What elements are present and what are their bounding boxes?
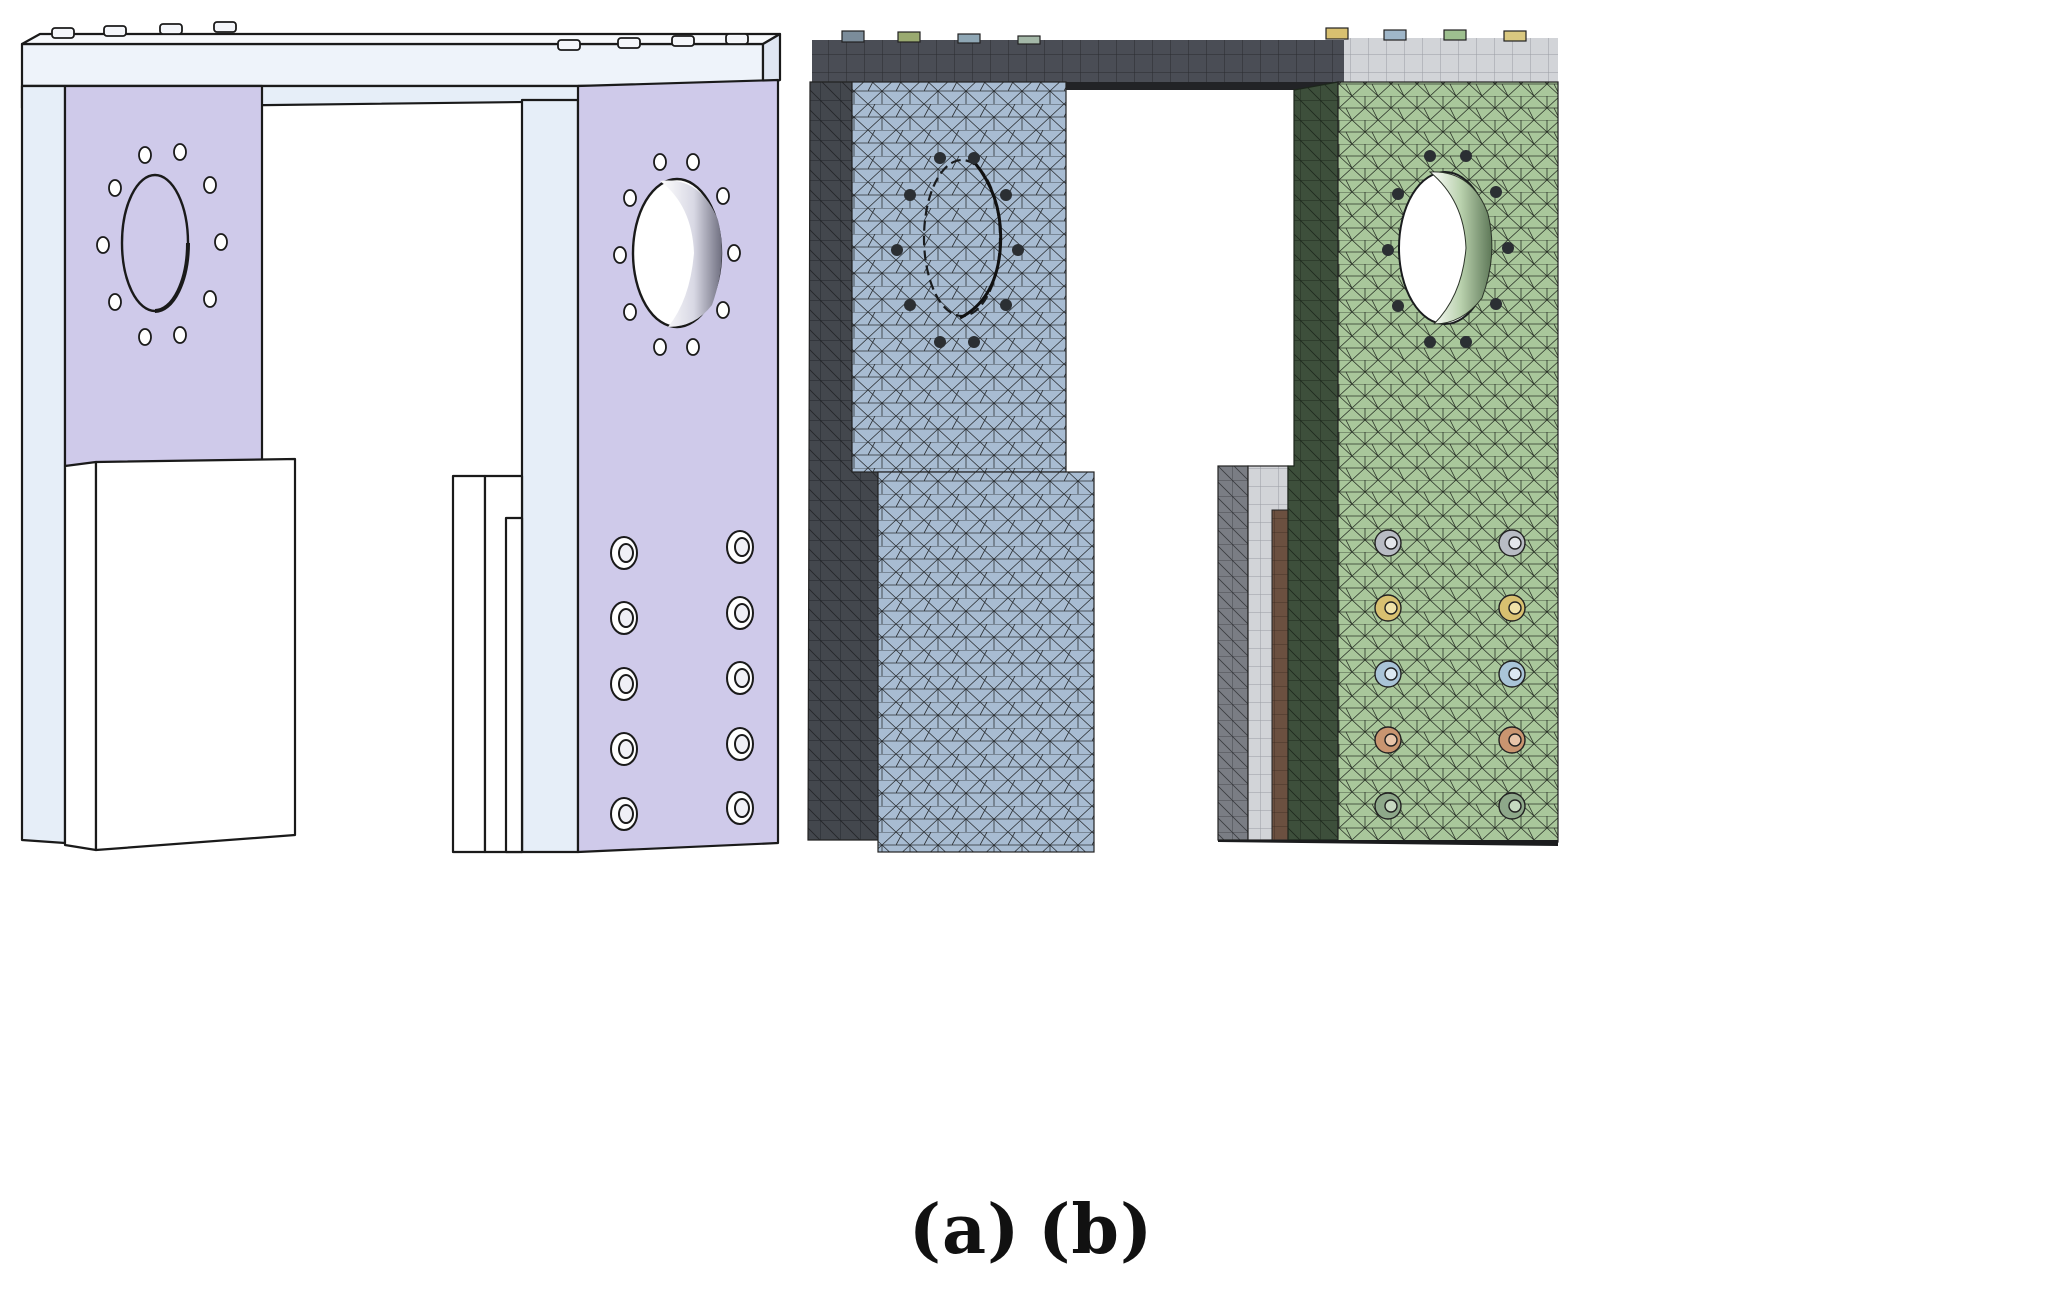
- left-column: [20, 84, 67, 845]
- left-plate-hole-rim: [154, 242, 190, 313]
- bolt-l3: [610, 667, 638, 701]
- mesh-top-beam-light: [1344, 38, 1558, 82]
- bolt-l1: [610, 536, 638, 570]
- top-beam-front: [20, 42, 765, 88]
- bolt-l4: [610, 732, 638, 766]
- mesh-top-bolt-caps: [841, 27, 1527, 45]
- panel-label-b: (b): [1038, 1190, 1154, 1270]
- right-inner-column: [520, 98, 580, 854]
- right-plate-lower-bolts: [610, 530, 754, 831]
- mesh-right-bolt-ring: [1382, 150, 1514, 348]
- mesh-left-lower-block: [877, 471, 1095, 853]
- mesh-bolt-r3: [1498, 660, 1526, 688]
- right-plate-bolt-ring: [613, 153, 741, 356]
- bolt-r1: [726, 530, 754, 564]
- top-beam-top-face: [20, 32, 782, 46]
- right-plate-hole-inner-wall: [660, 180, 722, 327]
- mesh-bolt-l1: [1374, 529, 1402, 557]
- mesh-bolt-r2: [1498, 594, 1526, 622]
- top-beam-side: [761, 32, 782, 88]
- panel-label-a: (a): [908, 1190, 1021, 1270]
- mesh-right-lower-bolts: [1374, 529, 1526, 820]
- mesh-right-hole-inner-wall: [1428, 171, 1493, 325]
- left-plate-bolt-ring: [96, 143, 228, 346]
- mesh-bolt-r1: [1498, 529, 1526, 557]
- bolt-r3: [726, 661, 754, 695]
- mesh-bottom-edge: [1218, 840, 1558, 846]
- mesh-bolt-l2: [1374, 594, 1402, 622]
- bolt-r5: [726, 791, 754, 825]
- bolt-l2: [610, 601, 638, 635]
- mesh-bolt-l5: [1374, 792, 1402, 820]
- panel-a-cad-model: [20, 21, 782, 854]
- left-lower-block-front: [94, 457, 297, 852]
- mesh-bolt-l3: [1374, 660, 1402, 688]
- right-plate: [576, 78, 780, 854]
- bolt-r4: [726, 727, 754, 761]
- panel-b-fe-mesh: [807, 27, 1559, 853]
- top-bolt-caps: [51, 21, 749, 51]
- bolt-l5: [610, 797, 638, 831]
- mesh-left-hole-rim: [959, 162, 1003, 320]
- left-lower-block-side: [63, 460, 98, 852]
- right-lower-plate-1: [451, 474, 487, 854]
- mesh-bolt-r4: [1498, 726, 1526, 754]
- mesh-right-inner-column: [1287, 81, 1339, 841]
- figure-caption: (a)(b): [0, 1190, 2062, 1270]
- mesh-left-bolt-ring: [891, 152, 1024, 348]
- mesh-right-stack-brown: [1271, 509, 1291, 841]
- bolt-r2: [726, 596, 754, 630]
- mesh-bolt-l4: [1374, 726, 1402, 754]
- right-lower-plate-3: [504, 516, 524, 854]
- mesh-top-beam-dark: [812, 40, 1344, 82]
- mesh-left-upper-plate: [851, 81, 1067, 473]
- mesh-bolt-r5: [1498, 792, 1526, 820]
- mesh-right-stack-dark: [1217, 465, 1249, 841]
